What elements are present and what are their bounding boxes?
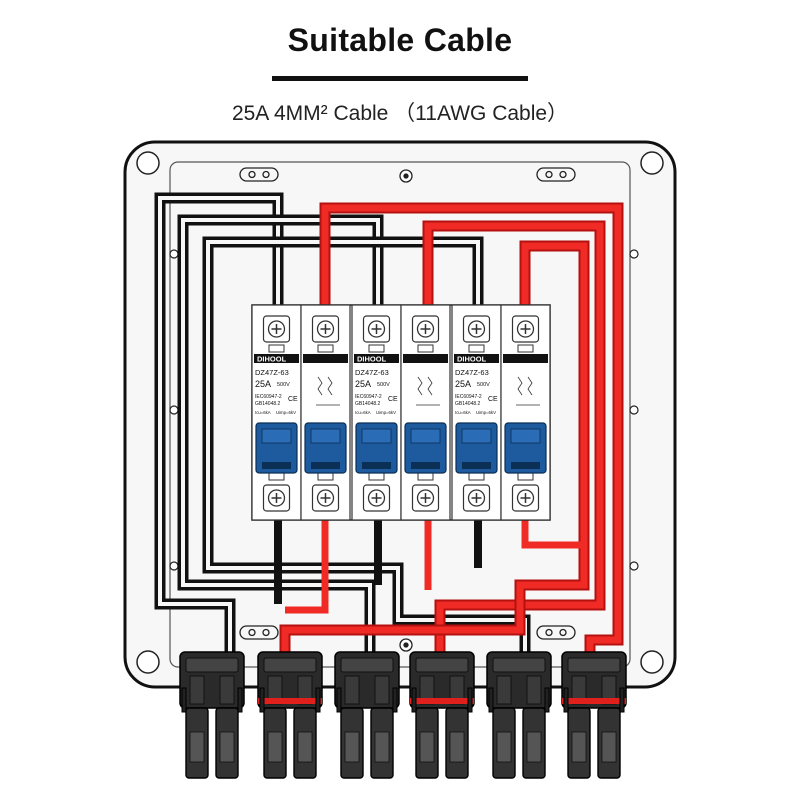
breaker-standard-2: GB14048.2 [355, 401, 381, 407]
breaker-brand: DIHOOL [457, 355, 487, 364]
breaker-spec-1: Icu=6kA [255, 410, 271, 415]
breaker-module[interactable]: DIHOOL DZ47Z-63 25A 500V IEC60947-2GB14048.2… [451, 304, 551, 521]
terminal-screw-icon [262, 484, 291, 512]
title-underline [272, 76, 528, 81]
corner-screw-top-right [640, 151, 664, 175]
ce-mark-icon: CE [488, 396, 498, 403]
terminal-screw-icon [411, 484, 440, 512]
corner-screw-top-left [136, 151, 160, 175]
breaker-brand: DIHOOL [257, 355, 287, 364]
breaker-spec-2: Uimp=6kV [376, 410, 396, 415]
breaker-rating: 25A [455, 379, 471, 389]
breaker-brand: DIHOOL [357, 355, 387, 364]
terminal-screw-icon [311, 315, 340, 343]
breaker-standard-2: GB14048.2 [455, 401, 481, 407]
label-strip [303, 354, 348, 363]
terminal-screw-icon [362, 315, 391, 343]
enclosure-inner [169, 161, 631, 668]
breaker-voltage: 500V [277, 382, 290, 388]
breaker-spec-2: Uimp=6kV [276, 410, 296, 415]
breaker-standard-2: GB14048.2 [255, 401, 281, 407]
terminal-screw-icon [311, 484, 340, 512]
terminal-screw-icon [362, 484, 391, 512]
mc4-connector-positive[interactable] [257, 651, 323, 779]
side-rivet-icon [169, 249, 639, 571]
breaker-standard-1: IEC60947-2 [455, 394, 482, 400]
terminal-screw-icon [411, 315, 440, 343]
breaker-module[interactable]: DIHOOL DZ47Z-63 25A 500V IEC60947-2GB14048.2… [351, 304, 451, 521]
breaker-spec-2: Uimp=6kV [476, 410, 496, 415]
mc4-connector-negative[interactable] [486, 651, 552, 779]
mc4-connector-negative[interactable] [334, 651, 400, 779]
breaker-standard-1: IEC60947-2 [355, 394, 382, 400]
mc4-connector-positive[interactable] [561, 651, 627, 779]
label-strip [503, 354, 548, 363]
terminal-screw-icon [462, 484, 491, 512]
diagram-title: Suitable Cable [287, 22, 513, 58]
breaker-model: DZ47Z-63 [455, 368, 489, 377]
breaker-standard-1: IEC60947-2 [255, 394, 282, 400]
positive-wires [279, 202, 624, 690]
mc4-connector-row [179, 651, 627, 779]
breaker-pole-left [351, 304, 402, 521]
breaker-model: DZ47Z-63 [355, 368, 389, 377]
breaker-rating: 25A [255, 379, 271, 389]
circuit-symbol-icon [516, 376, 540, 406]
brand-label-bg [354, 354, 399, 363]
corner-screw-bottom-right [640, 650, 664, 674]
breaker-voltage: 500V [377, 382, 390, 388]
breaker-model: DZ47Z-63 [255, 368, 289, 377]
mc4-connector-negative[interactable] [179, 651, 245, 779]
brand-label-bg [454, 354, 499, 363]
brand-label-bg [254, 354, 299, 363]
corner-screw-bottom-left [136, 650, 160, 674]
breaker-spec-1: Icu=6kA [355, 410, 371, 415]
terminal-screw-icon [262, 315, 291, 343]
ce-mark-icon: CE [388, 396, 398, 403]
label-strip [403, 354, 448, 363]
cable-spec-subtitle: 25A 4MM² Cable （11AWG Cable） [231, 102, 569, 125]
center-screw-icon [399, 169, 413, 652]
mounting-slot-icon [239, 167, 576, 640]
breaker-rating: 25A [355, 379, 371, 389]
terminal-screw-icon [511, 315, 540, 343]
terminal-screw-icon [511, 484, 540, 512]
circuit-symbol-icon [416, 376, 440, 406]
circuit-symbol-icon [316, 376, 340, 406]
breaker-voltage: 500V [477, 382, 490, 388]
breaker-module[interactable]: DIHOOL DZ47Z-63 25A 500V IEC60947-2GB14048.2… [251, 304, 351, 521]
mc4-connector-positive[interactable] [409, 651, 475, 779]
terminal-screw-icon [462, 315, 491, 343]
ce-mark-icon: CE [288, 396, 298, 403]
breaker-spec-1: Icu=6kA [455, 410, 471, 415]
